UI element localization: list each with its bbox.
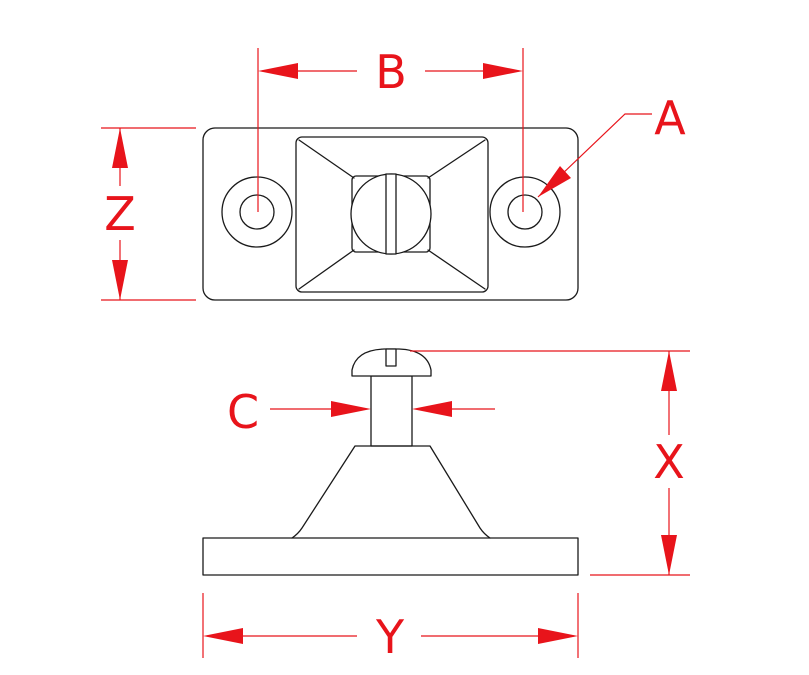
raised-boss-outline xyxy=(295,136,489,293)
left-hole-outer xyxy=(221,176,293,248)
boss-side xyxy=(291,445,491,539)
base-plate-outline xyxy=(202,127,579,301)
dimension-z: Z xyxy=(101,127,196,301)
dimension-x: X xyxy=(410,350,690,576)
boss-edge-line xyxy=(298,139,355,179)
label-z: Z xyxy=(104,187,136,241)
left-hole-inner xyxy=(239,194,275,230)
dimension-a: A xyxy=(537,91,686,198)
label-c: C xyxy=(227,385,259,439)
screw-slot-side xyxy=(385,348,397,367)
label-y: Y xyxy=(375,610,405,664)
top-view xyxy=(202,127,579,301)
screw-shank xyxy=(370,375,413,447)
dimension-c: C xyxy=(227,385,495,439)
boss-edge-line xyxy=(427,249,486,290)
side-view xyxy=(202,348,579,576)
label-b: B xyxy=(375,45,407,99)
base-plate-side xyxy=(202,537,579,576)
right-hole-inner xyxy=(507,194,543,230)
label-x: X xyxy=(653,435,685,489)
screw-slot xyxy=(385,173,397,255)
dimension-b: B xyxy=(257,45,524,212)
boss-edge-line xyxy=(298,249,355,290)
boss-edge-line xyxy=(427,139,486,179)
label-a: A xyxy=(654,91,686,145)
right-hole-outer xyxy=(489,176,561,248)
dimension-y: Y xyxy=(202,593,579,664)
